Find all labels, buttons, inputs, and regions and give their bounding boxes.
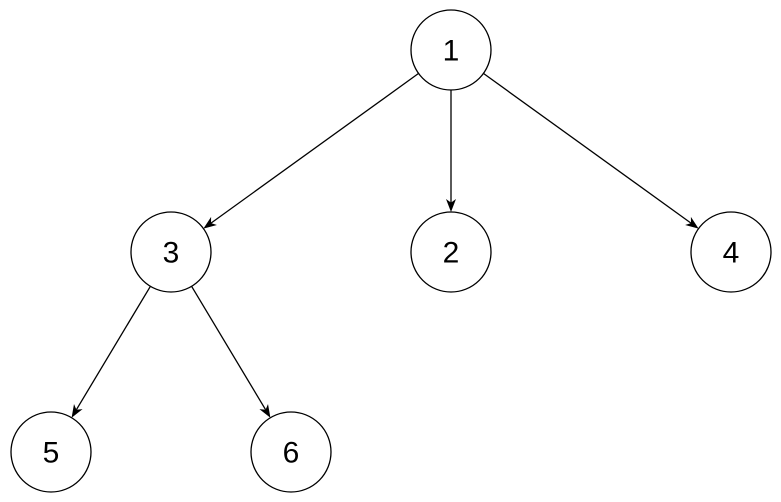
tree-edge-1-3 [210,72,419,224]
tree-node-circle-1 [410,9,492,91]
tree-node-label-5: 5 [43,437,60,470]
tree-node-label-3: 3 [163,237,180,270]
tree-node-label-2: 2 [443,237,460,270]
tree-node-circle-3 [130,211,212,293]
tree-node-label-6: 6 [283,437,300,470]
edge-arrowhead-1-4 [685,216,699,229]
edge-arrowhead-1-2 [446,199,456,212]
tree-node-circle-5 [10,411,92,493]
tree-edge-3-5 [75,285,151,411]
edge-arrowhead-3-6 [259,404,271,418]
tree-edge-1-4 [483,72,692,224]
tree-node-circle-2 [410,211,492,293]
tree-node-label-1: 1 [443,35,460,68]
tree-edge-3-6 [191,285,267,411]
edge-arrowhead-1-3 [203,216,217,229]
edge-arrowhead-3-5 [71,404,83,418]
tree-node-label-4: 4 [723,237,740,270]
tree-node-circle-6 [250,411,332,493]
tree-node-circle-4 [690,211,772,293]
